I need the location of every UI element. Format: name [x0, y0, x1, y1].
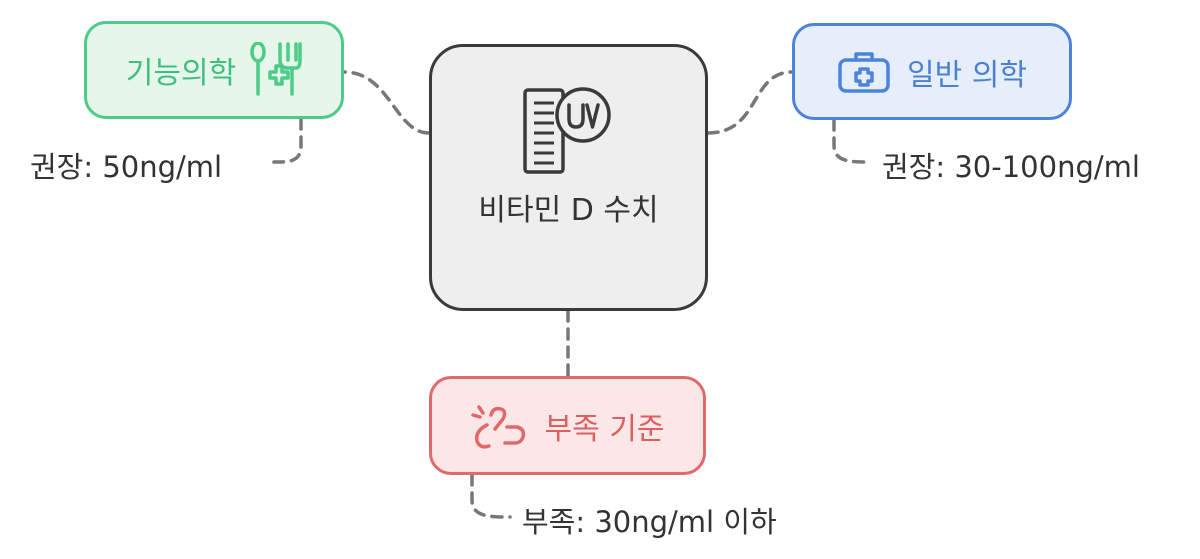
center-title: 비타민 D 수치: [478, 193, 659, 228]
general-medicine-node[interactable]: 일반 의학: [792, 23, 1072, 120]
broken-link-icon: [470, 401, 527, 451]
medical-kit-icon: [837, 50, 891, 94]
connector-general-to-note: [832, 118, 872, 164]
deficiency-criteria-label: 부족 기준: [544, 411, 665, 447]
deficiency-criteria-node[interactable]: 부족 기준: [429, 376, 706, 475]
connector-deficiency-to-note: [470, 473, 512, 519]
connector-functional-to-note: [272, 117, 303, 164]
deficiency-note: 부족: 30ng/ml 이하: [522, 505, 777, 539]
functional-medicine-note: 권장: 50ng/ml: [30, 150, 223, 184]
general-medicine-label: 일반 의학: [907, 57, 1027, 93]
general-medicine-note: 권장: 30-100ng/ml: [882, 150, 1140, 184]
uv-chart-icon: [522, 87, 615, 175]
functional-medicine-node[interactable]: 기능의학: [84, 21, 344, 119]
connector-center-to-functional: [342, 70, 431, 135]
connector-center-to-general: [706, 70, 794, 135]
center-node[interactable]: 비타민 D 수치: [429, 44, 708, 311]
functional-medicine-label: 기능의학: [125, 56, 237, 91]
spoon-fork-plus-icon: [250, 42, 302, 98]
